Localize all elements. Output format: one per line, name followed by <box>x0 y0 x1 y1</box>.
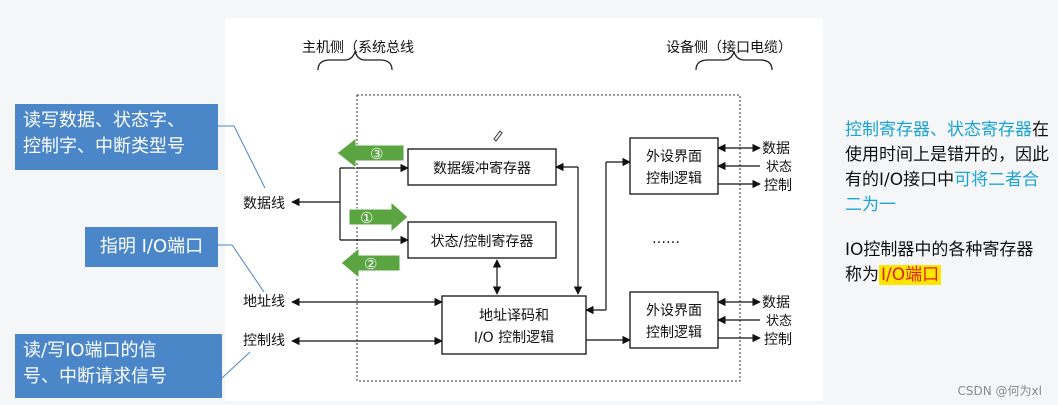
address-decoder-label-2: I/O 控制逻辑 <box>474 330 554 346</box>
note-p2-text: IO控制器中的各种寄存器称为 <box>845 240 1034 285</box>
callout-data-leader <box>218 125 266 189</box>
device-side-brace <box>695 50 773 71</box>
watermark: CSDN @何为xl <box>957 384 1042 398</box>
device-interface-2 <box>629 291 719 349</box>
callout-control-line-1: 读/写IO端口的信 <box>23 340 157 361</box>
dev1-signal-control: 控制 <box>764 178 792 194</box>
note-p1-emphasis: 可将二者合二为一 <box>845 170 1040 215</box>
dev2-signal-data: 数据 <box>762 295 790 311</box>
host-side-brace <box>317 50 393 71</box>
dev1-signal-data: 数据 <box>762 141 790 157</box>
address-decoder-label-1: 地址译码和 <box>479 308 549 324</box>
callout-address-line: 指明 I/O端口 <box>85 227 218 267</box>
marker-1-label: ① <box>360 209 373 227</box>
callout-data-line: 读写数据、状态字、 控制字、中断类型号 <box>15 104 218 170</box>
device-interface-2-label-1: 外设界面 <box>646 303 702 319</box>
dev1-signal-status: 状态 <box>766 160 792 175</box>
host-side-label: 主机侧（系统总线 <box>302 40 414 56</box>
note-p1-text: 在使用时间上是错开的，因此有的I/O接口中 <box>845 120 1049 190</box>
marker-2-arrow: ② <box>340 246 401 280</box>
address-decoder-block <box>441 295 587 355</box>
marker-3-arrow: ③ <box>336 136 405 170</box>
status-control-register <box>407 221 557 259</box>
callout-address-line-1: 指明 I/O端口 <box>99 236 204 257</box>
marker-2-label: ② <box>364 255 377 273</box>
note-paragraph-1: 控制寄存器、状态寄存器在使用时间上是错开的，因此有的I/O接口中可将二者合二为一 <box>845 118 1050 218</box>
dev2-signal-control: 控制 <box>764 332 792 348</box>
data-buffer-register-label: 数据缓冲寄存器 <box>433 160 531 177</box>
device-interface-1-label-2: 控制逻辑 <box>646 171 702 187</box>
pencil-icon <box>493 130 503 142</box>
control-line-label: 控制线 <box>243 333 285 349</box>
device-interface-1 <box>629 137 719 195</box>
callout-data-line-1: 读写数据、状态字、 <box>23 110 185 131</box>
callout-control-line-2: 号、中断请求信号 <box>23 366 167 387</box>
device-side-label: 设备侧（接口电缆） <box>666 39 792 56</box>
data-line-label: 数据线 <box>243 196 285 212</box>
marker-3-label: ③ <box>370 145 383 163</box>
interface-boundary <box>356 94 741 382</box>
callout-control-line: 读/写IO端口的信 号、中断请求信号 <box>15 334 222 398</box>
explanation-note: 控制寄存器、状态寄存器在使用时间上是错开的，因此有的I/O接口中可将二者合二为一… <box>845 118 1050 288</box>
dev2-signal-status: 状态 <box>766 314 792 329</box>
callout-data-line-2: 控制字、中断类型号 <box>23 136 185 157</box>
status-control-register-label: 状态/控制寄存器 <box>431 233 534 250</box>
marker-1-arrow: ① <box>348 200 409 234</box>
address-line-label: 地址线 <box>243 294 285 310</box>
note-p2-highlight: I/O端口 <box>879 265 942 285</box>
note-p1-highlight: 控制寄存器、状态寄存器 <box>845 120 1032 140</box>
data-buffer-register <box>407 148 557 186</box>
device-interface-1-label-1: 外设界面 <box>646 149 702 165</box>
callout-control-leader <box>221 351 251 379</box>
callout-address-leader <box>218 244 265 293</box>
device-interface-2-label-2: 控制逻辑 <box>646 325 702 341</box>
device-ellipsis: …… <box>652 231 680 247</box>
